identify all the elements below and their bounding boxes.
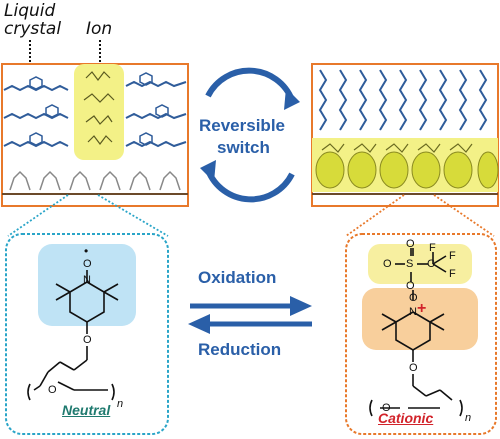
neutral-zoom-line-right	[97, 194, 169, 237]
neutral-ether-oxygen: O	[83, 334, 92, 346]
neutral-nitroxide-highlight	[38, 244, 136, 326]
oxoammonium-highlight	[362, 288, 478, 350]
switch-arrow-top-head	[284, 88, 300, 110]
reversible-label: Reversible	[199, 116, 285, 135]
ion-label: Ion	[86, 19, 113, 39]
neutral-repeat-n: n	[117, 398, 124, 410]
switch-arrow-bottom	[205, 168, 295, 203]
cationic-label: Cationic	[378, 410, 434, 426]
triflate-fluorine-bottom: F	[449, 268, 456, 280]
switch-arrow-top	[205, 67, 295, 102]
cationic-repeat-n: n	[465, 412, 472, 424]
crystal-label-line: crystal	[4, 19, 62, 39]
cationic-zoom-line-right	[433, 194, 495, 237]
triflate-fluorine-right: F	[449, 250, 456, 262]
switch-label: switch	[217, 138, 270, 157]
triflate-oxygen-bottom: O	[406, 280, 415, 292]
reduction-arrow-head	[188, 314, 210, 334]
left-ion-highlight	[74, 64, 124, 160]
neutral-backbone-oxygen: O	[48, 384, 57, 396]
neutral-tempo-structure	[27, 270, 119, 401]
right-ion-blobs	[315, 151, 499, 189]
triflate-oxygen-top: O	[406, 238, 415, 250]
neutral-oxygen: O	[83, 258, 92, 270]
cationic-plus-charge: +	[417, 300, 427, 317]
neutral-radical-dot: •	[84, 244, 89, 258]
left-lc-rings	[29, 72, 169, 146]
triflate-carbon: C	[427, 258, 435, 270]
liquid-crystal-label: Liquid crystal	[4, 2, 61, 38]
switch-arrow-bottom-head	[200, 160, 216, 182]
left-surface-molecules	[9, 170, 181, 191]
oxidation-arrow-head	[290, 296, 312, 316]
cationic-structure	[369, 248, 463, 417]
left-lc-chains	[3, 80, 187, 148]
neutral-label: Neutral	[62, 402, 111, 418]
left-ion-molecules	[83, 71, 115, 145]
triflate-sulfur: S	[406, 258, 414, 270]
cationic-nitrogen: N	[409, 306, 417, 318]
triflate-oxygen-left: O	[383, 258, 392, 270]
cationic-backbone-oxygen: O	[382, 402, 391, 414]
neutral-zoom-line-left	[7, 194, 69, 237]
reduction-label: Reduction	[198, 340, 282, 359]
liquid-label-line: Liquid	[4, 1, 56, 21]
right-ion-molecules	[321, 143, 473, 153]
cationic-oxygen: O	[409, 292, 418, 304]
cationic-ether-oxygen: O	[409, 362, 418, 374]
neutral-nitrogen: N	[83, 274, 91, 286]
right-lc-chains	[318, 69, 488, 131]
triflate-fluorine-top: F	[429, 242, 436, 254]
oxidation-label: Oxidation	[198, 268, 277, 287]
